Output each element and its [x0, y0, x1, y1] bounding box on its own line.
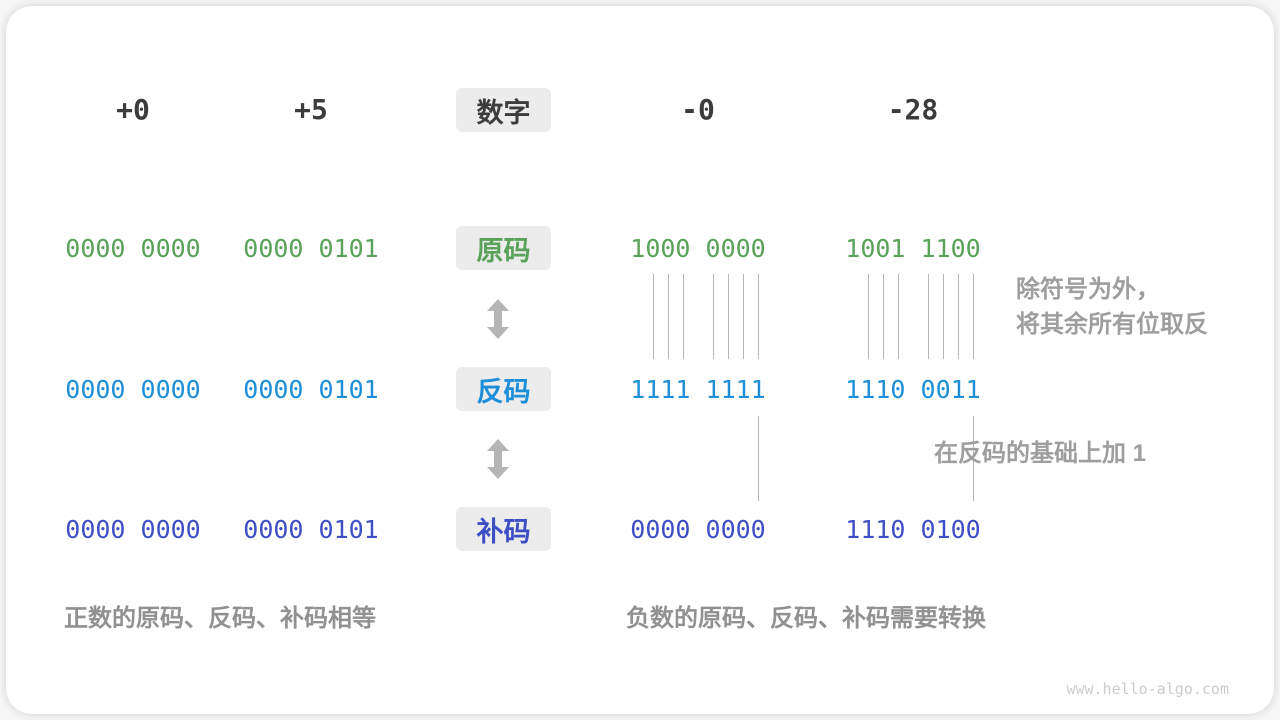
- twos-complement-value-plus5: 0000 0101: [243, 514, 379, 544]
- caption-negative: 负数的原码、反码、补码需要转换: [626, 604, 986, 632]
- add-one-line: [973, 416, 974, 501]
- bit-flip-line: [868, 274, 869, 359]
- twos-complement-value-minus28: 1110 0100: [845, 514, 981, 544]
- label-twos-complement: 补码: [456, 507, 551, 551]
- twos-complement-value-plus0: 0000 0000: [65, 514, 201, 544]
- ones-complement-value-plus5: 0000 0101: [243, 374, 379, 404]
- bit-flip-line: [728, 274, 729, 359]
- twos-complement-value-minus0: 0000 0000: [630, 514, 766, 544]
- bit-flip-line: [898, 274, 899, 359]
- annotation-invert-bits: 除符号为外， 将其余所有位取反: [1016, 272, 1208, 342]
- bit-flip-line: [758, 274, 759, 359]
- ones-complement-value-plus0: 0000 0000: [65, 374, 201, 404]
- bit-flip-line: [958, 274, 959, 359]
- label-sign-magnitude: 原码: [456, 226, 551, 270]
- updown-arrow-icon: [487, 299, 509, 339]
- watermark-url: www.hello-algo.com: [1066, 680, 1229, 698]
- bit-flip-line: [743, 274, 744, 359]
- sign-magnitude-value-minus28: 1001 1100: [845, 233, 981, 263]
- header-number-minus0: -0: [681, 92, 715, 126]
- updown-arrow-icon: [487, 439, 509, 479]
- header-number-minus28: -28: [887, 92, 939, 126]
- label-ones-complement: 反码: [456, 367, 551, 411]
- label-number: 数字: [456, 88, 551, 132]
- bit-flip-line: [713, 274, 714, 359]
- annotation-invert-line1: 除符号为外，: [1016, 276, 1160, 303]
- ones-complement-value-minus0: 1111 1111: [630, 374, 766, 404]
- diagram-card: +0 +5 -0 -28 数字 原码 反码 补码 0000 0000 0000 …: [6, 6, 1274, 714]
- bit-flip-line: [943, 274, 944, 359]
- bit-flip-line: [973, 274, 974, 359]
- annotation-add-one: 在反码的基础上加 1: [934, 440, 1147, 467]
- sign-magnitude-value-plus5: 0000 0101: [243, 233, 379, 263]
- bit-flip-line: [668, 274, 669, 359]
- header-number-plus0: +0: [116, 92, 150, 126]
- add-one-line: [758, 416, 759, 501]
- bit-flip-line: [653, 274, 654, 359]
- caption-positive: 正数的原码、反码、补码相等: [64, 604, 376, 632]
- bit-flip-line: [883, 274, 884, 359]
- annotation-invert-line2: 将其余所有位取反: [1016, 311, 1208, 338]
- header-number-plus5: +5: [294, 92, 328, 126]
- bit-flip-line: [928, 274, 929, 359]
- sign-magnitude-value-minus0: 1000 0000: [630, 233, 766, 263]
- bit-flip-line: [683, 274, 684, 359]
- sign-magnitude-value-plus0: 0000 0000: [65, 233, 201, 263]
- ones-complement-value-minus28: 1110 0011: [845, 374, 981, 404]
